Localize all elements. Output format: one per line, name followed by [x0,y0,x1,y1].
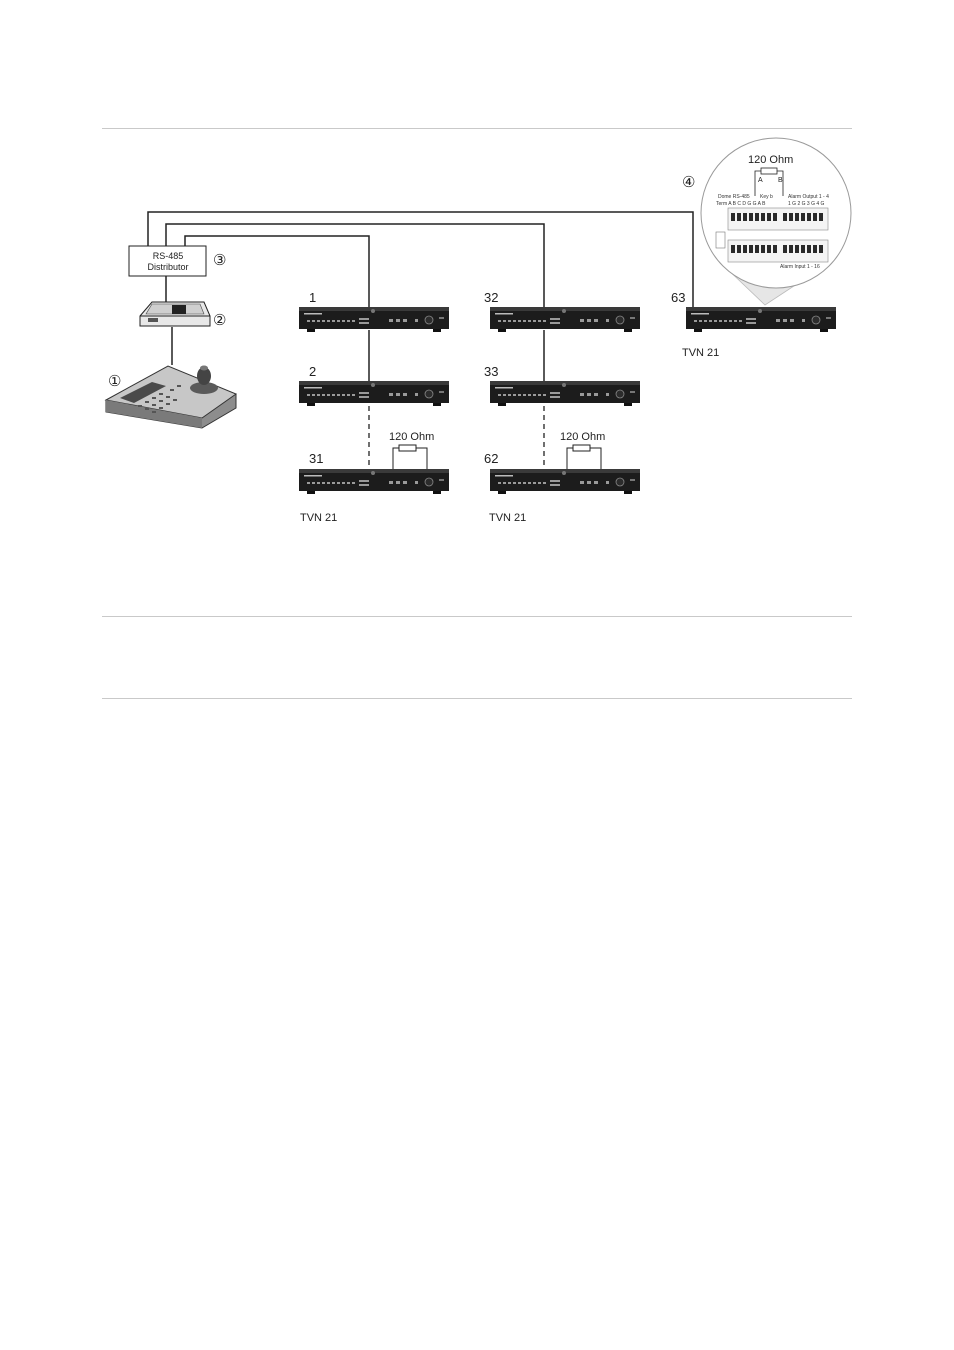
recorder-33 [489,380,641,407]
recorder-2 [298,380,450,407]
model-label-col3: TVN 21 [682,347,719,359]
distributor-label-line2: Distributor [147,262,188,272]
top-rule [102,128,852,129]
resistor-label-col2: 120 Ohm [560,431,605,443]
middle-rule [102,616,852,617]
model-label-col1: TVN 21 [300,512,337,524]
bottom-rule [102,698,852,699]
terminal-block-top [727,207,829,231]
terminal-block-bottom [727,239,829,263]
detail-keyb: Key b [760,194,773,200]
converter-device [139,301,211,327]
recorder-63 [685,306,837,333]
detail-alarm-output-row: 1 G 2 G 3 G 4 G [788,201,825,207]
recorder-62-number: 62 [484,451,498,466]
terminating-resistor-col1 [392,444,428,469]
detail-terminal-b: B [778,177,783,184]
recorder-62 [489,468,641,495]
callout-1: ① [108,373,121,390]
recorder-31-number: 31 [309,451,323,466]
recorder-1-number: 1 [309,290,316,305]
recorder-2-number: 2 [309,364,316,379]
rs485-distributor-box [128,245,207,277]
callout-4: ④ [682,174,695,191]
resistor-detail-symbol [760,167,778,175]
detail-term-row: Term A B C D G G A B [716,201,766,207]
model-label-col2: TVN 21 [489,512,526,524]
callout-2: ② [213,312,226,329]
rs485-bus-lines [147,211,694,383]
resistor-label-col1: 120 Ohm [389,431,434,443]
terminating-resistor-col2 [566,444,602,469]
detail-dome-rs485: Dome RS-485 [718,194,750,200]
distributor-label-line1: RS-485 [153,251,184,261]
callout-3: ③ [213,252,226,269]
recorder-33-number: 33 [484,364,498,379]
recorder-32-number: 32 [484,290,498,305]
daisy-chain-continuation-lines [368,406,545,470]
resistor-label-detail: 120 Ohm [748,154,793,166]
rear-panel-detail-bubble: ④ 120 Ohm A B Dome RS-485 Term A B C D G… [682,137,852,306]
recorder-32 [489,306,641,333]
detail-terminal-a: A [758,177,763,184]
detail-alarm-input: Alarm Input 1 - 16 [780,264,820,270]
recorder-63-number: 63 [671,290,685,305]
detail-alarm-output: Alarm Output 1 - 4 [788,194,829,200]
keyboard-controller [104,365,238,429]
recorder-31 [298,468,450,495]
recorder-1 [298,306,450,333]
